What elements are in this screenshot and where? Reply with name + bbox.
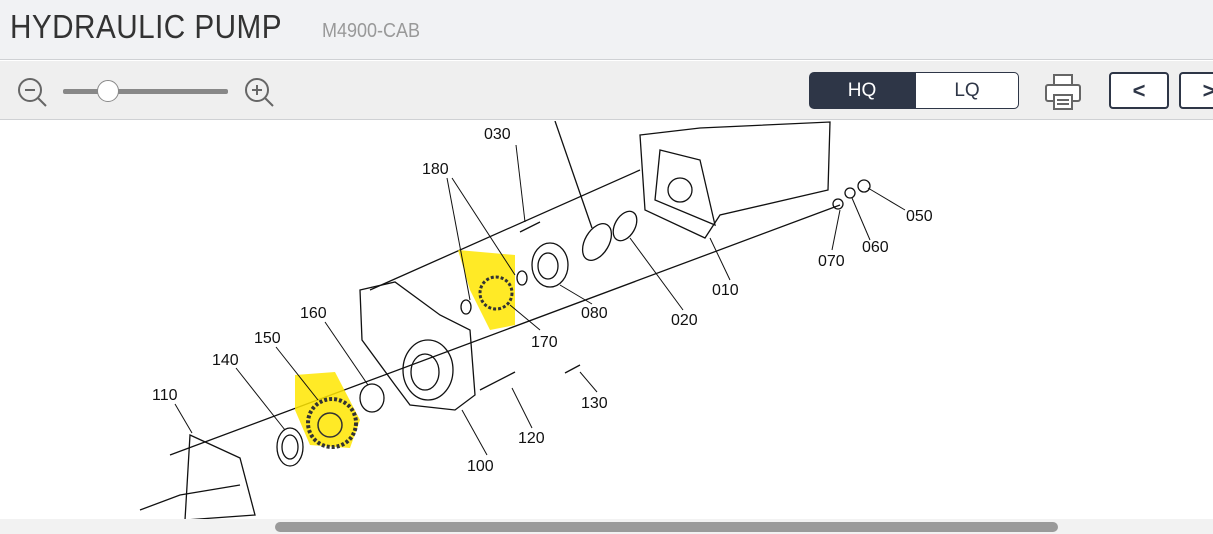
zoom-out-icon[interactable] bbox=[15, 75, 49, 109]
previous-button[interactable]: < bbox=[1109, 72, 1169, 109]
part-label[interactable]: 100 bbox=[467, 458, 494, 475]
zoom-in-icon[interactable] bbox=[242, 75, 276, 109]
lq-button[interactable]: LQ bbox=[915, 72, 1019, 109]
pump-body-010 bbox=[639, 121, 831, 239]
part-label[interactable]: 070 bbox=[818, 253, 845, 270]
part-label[interactable]: 140 bbox=[212, 352, 239, 369]
zoom-slider-handle[interactable] bbox=[97, 80, 119, 102]
part-label[interactable]: 110 bbox=[152, 387, 178, 404]
highlight-gear-170 bbox=[458, 250, 515, 330]
part-label[interactable]: 030 bbox=[484, 126, 511, 143]
part-label[interactable]: 150 bbox=[254, 330, 281, 347]
parts-diagram[interactable]: 030 180 050 060 070 010 080 020 170 160 … bbox=[0, 121, 1213, 520]
scrollbar-thumb[interactable] bbox=[275, 522, 1058, 532]
horizontal-scrollbar[interactable] bbox=[0, 519, 1213, 534]
part-label[interactable]: 130 bbox=[581, 395, 608, 412]
housing-100 bbox=[359, 281, 476, 411]
part-label[interactable]: 160 bbox=[300, 305, 327, 322]
part-label[interactable]: 120 bbox=[518, 430, 545, 447]
part-label[interactable]: 060 bbox=[862, 239, 889, 256]
part-label[interactable]: 180 bbox=[422, 161, 449, 178]
part-label[interactable]: 010 bbox=[712, 282, 739, 299]
part-label[interactable]: 020 bbox=[671, 312, 698, 329]
part-label[interactable]: 050 bbox=[906, 208, 933, 225]
hq-button[interactable]: HQ bbox=[809, 72, 915, 109]
zoom-slider[interactable] bbox=[63, 89, 228, 94]
model-code: M4900-CAB bbox=[322, 20, 421, 42]
page-title: HYDRAULIC PUMP bbox=[10, 8, 282, 45]
part-label[interactable]: 080 bbox=[581, 305, 608, 322]
header: HYDRAULIC PUMP M4900-CAB bbox=[0, 0, 1213, 60]
part-label[interactable]: 170 bbox=[531, 334, 558, 351]
print-icon[interactable] bbox=[1043, 73, 1083, 111]
next-button[interactable]: > bbox=[1179, 72, 1213, 109]
toolbar: HQ LQ < > bbox=[0, 61, 1213, 120]
